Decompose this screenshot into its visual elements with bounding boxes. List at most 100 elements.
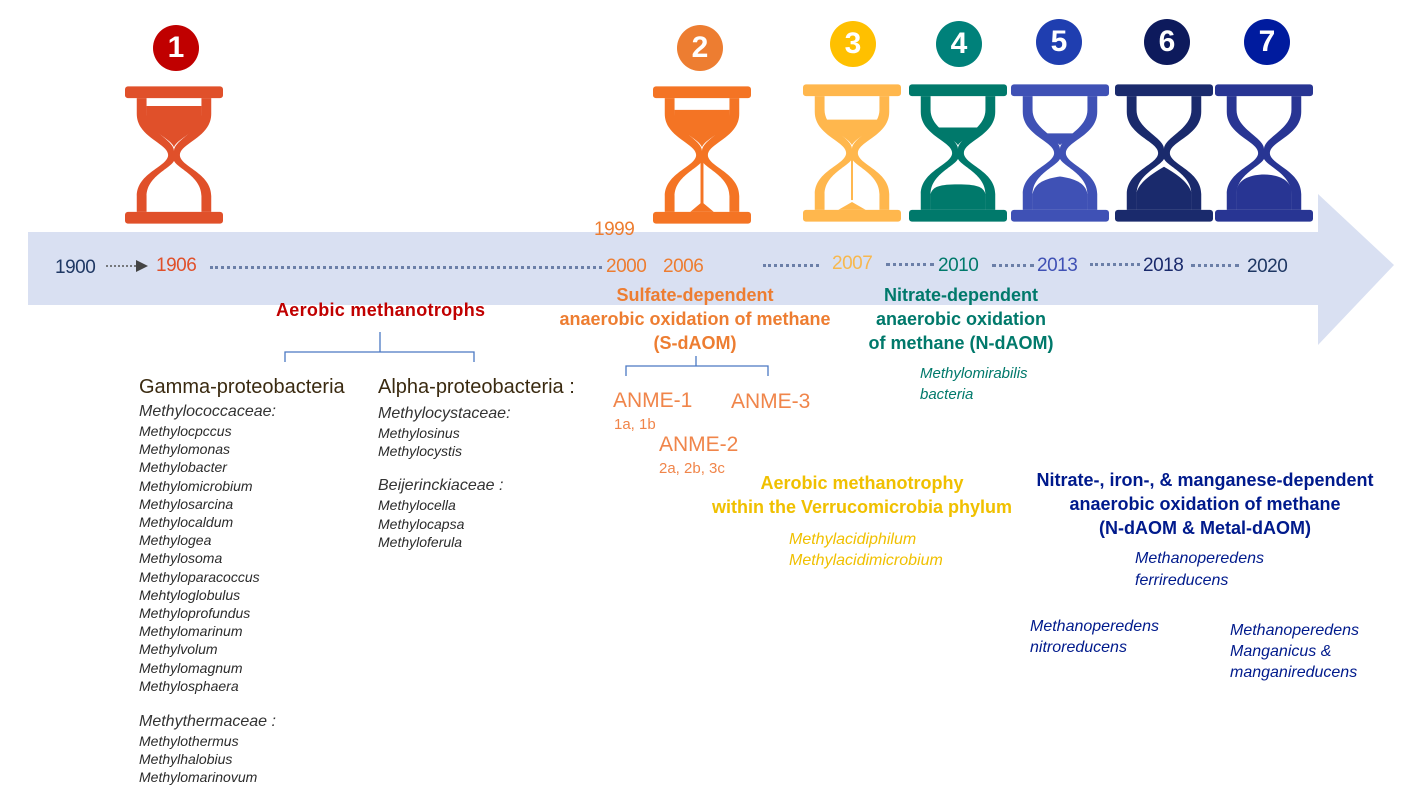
year-2006: 2006 bbox=[663, 256, 704, 277]
organism-line: bacteria bbox=[920, 386, 974, 403]
hourglass-icon-2 bbox=[653, 86, 751, 224]
genus-item: Methylomicrobium bbox=[139, 477, 253, 494]
badge-5: 5 bbox=[1036, 19, 1082, 65]
genus-item: Methylobacter bbox=[139, 459, 227, 476]
family-label: Methylococcaceae: bbox=[139, 403, 276, 420]
hourglass-icon-3 bbox=[803, 84, 901, 222]
ndaom-title: Nitrate-dependent anaerobic oxidation of… bbox=[840, 283, 1082, 355]
nitroreducens-organism: Methanoperedens nitroreducens bbox=[1030, 616, 1159, 658]
organism-line: ferrireducens bbox=[1135, 572, 1229, 589]
title-line: within the Verrucomicrobia phylum bbox=[711, 497, 1013, 517]
genus-item: Methylocapsa bbox=[378, 515, 465, 532]
organism-line: manganireducens bbox=[1230, 664, 1358, 681]
alpha-heading: Alpha-proteobacteria : bbox=[378, 376, 575, 398]
anme1-label: ANME-1 bbox=[613, 389, 693, 412]
aerobic-bracket bbox=[284, 332, 475, 362]
genus-item: Methylomagnum bbox=[139, 659, 243, 676]
gamma-heading: Gamma-proteobacteria bbox=[139, 376, 345, 398]
badge-4: 4 bbox=[936, 21, 982, 67]
title-line: (S-dAOM) bbox=[653, 333, 737, 353]
gamma-list: Methylococcaceae: Methylocpccus Methylom… bbox=[139, 402, 276, 787]
genus-item: Methylvolum bbox=[139, 641, 218, 658]
hourglass-icon-5 bbox=[1011, 84, 1109, 222]
ndaom-organism: Methylomirabilis bacteria bbox=[920, 363, 1028, 405]
genus-item: Methyloferula bbox=[378, 533, 463, 550]
badge-7: 7 bbox=[1244, 19, 1290, 65]
year-1906: 1906 bbox=[156, 255, 197, 276]
badge-3: 3 bbox=[830, 21, 876, 67]
genus-item: Methylhalobius bbox=[139, 751, 233, 768]
year-2018: 2018 bbox=[1143, 255, 1184, 276]
organism-line: Methylomirabilis bbox=[920, 365, 1028, 382]
genus-item: Methyloparacoccus bbox=[139, 568, 260, 585]
genus-item: Methylothermus bbox=[139, 733, 239, 750]
hourglass-icon-7 bbox=[1215, 84, 1313, 222]
genus-item: Methylocpccus bbox=[139, 423, 232, 439]
verruco-organisms: Methylacidiphilum Methylacidimicrobium bbox=[789, 529, 943, 571]
genus-item: Methylomonas bbox=[139, 441, 231, 458]
genus-item: Methylomarinum bbox=[139, 623, 243, 640]
hourglass-icon-4 bbox=[909, 84, 1007, 222]
timeline-dots bbox=[210, 266, 602, 269]
genus-item: Methylocella bbox=[378, 497, 456, 514]
title-line: (N-dAOM & Metal-dAOM) bbox=[1099, 518, 1311, 538]
badge-2: 2 bbox=[677, 25, 723, 71]
genus-item: Methylocaldum bbox=[139, 514, 234, 531]
anme3-label: ANME-3 bbox=[731, 390, 811, 413]
year-2010: 2010 bbox=[938, 255, 979, 276]
year-1900: 1900 bbox=[55, 257, 96, 278]
genus-item: Methylomarinovum bbox=[139, 769, 258, 786]
sdaom-bracket bbox=[625, 356, 769, 376]
genus-item: Methylosarcina bbox=[139, 495, 234, 512]
alpha-list: Methylocystaceae: Methylosinus Methylocy… bbox=[378, 404, 511, 551]
genus-item: Methylosoma bbox=[139, 550, 223, 567]
genus-item: Mehtyloglobulus bbox=[139, 586, 241, 603]
hourglass-icon-6 bbox=[1115, 84, 1213, 222]
genus-item: Methylosphaera bbox=[139, 677, 239, 694]
timeline-dots bbox=[1191, 264, 1239, 267]
organism-line: Manganicus & bbox=[1230, 643, 1332, 660]
organism-line: Methanoperedens bbox=[1230, 622, 1359, 639]
metal-title: Nitrate-, iron-, & manganese-dependent a… bbox=[1004, 468, 1406, 540]
title-line: anaerobic oxidation of methane bbox=[1069, 494, 1341, 514]
organism-line: nitroreducens bbox=[1030, 639, 1127, 656]
family-label: Methylocystaceae: bbox=[378, 405, 511, 422]
genus-item: Methyloprofundus bbox=[139, 605, 251, 622]
organism-line: Methanoperedens bbox=[1030, 618, 1159, 635]
hourglass-icon-1 bbox=[125, 86, 223, 224]
anme1-subgroups: 1a, 1b bbox=[614, 416, 656, 433]
year-1999: 1999 bbox=[594, 219, 635, 240]
title-line: of methane (N-dAOM) bbox=[868, 333, 1054, 353]
genus-item: Methylogea bbox=[139, 532, 212, 549]
genus-item: Methylosinus bbox=[378, 425, 460, 441]
year-2020: 2020 bbox=[1247, 256, 1288, 277]
year-2000: 2000 bbox=[606, 256, 647, 277]
title-line: Aerobic methanotrophy bbox=[760, 473, 964, 493]
anme2-label: ANME-2 bbox=[659, 433, 739, 456]
dashed-arrow-icon bbox=[106, 260, 148, 272]
title-line: Nitrate-dependent bbox=[883, 285, 1038, 305]
organism-line: Methanoperedens bbox=[1135, 550, 1264, 567]
badge-1: 1 bbox=[153, 25, 199, 71]
genus-item: Methylocystis bbox=[378, 443, 463, 460]
title-line: Sulfate-dependent bbox=[616, 285, 774, 305]
anme2-subgroups: 2a, 2b, 3c bbox=[659, 460, 725, 477]
title-line: anaerobic oxidation of methane bbox=[559, 309, 831, 329]
timeline-dots bbox=[763, 264, 819, 267]
family-label: Methythermaceae : bbox=[139, 713, 276, 731]
timeline-dots bbox=[886, 263, 934, 266]
timeline-dots bbox=[1090, 263, 1140, 266]
family-label: Beijerinckiaceae : bbox=[378, 477, 504, 495]
manganese-organism: Methanoperedens Manganicus & manganiredu… bbox=[1230, 620, 1359, 683]
title-line: Nitrate-, iron-, & manganese-dependent bbox=[1036, 470, 1374, 490]
sdaom-title: Sulfate-dependent anaerobic oxidation of… bbox=[540, 283, 850, 355]
ferrireducens-organism: Methanoperedens ferrireducens bbox=[1135, 548, 1264, 592]
verruco-title: Aerobic methanotrophy within the Verruco… bbox=[684, 471, 1040, 519]
organism-line: Methylacidimicrobium bbox=[789, 552, 943, 569]
title-line: anaerobic oxidation bbox=[875, 309, 1047, 329]
timeline-arrow bbox=[28, 194, 1394, 345]
organism-line: Methylacidiphilum bbox=[789, 531, 917, 548]
year-2013: 2013 bbox=[1037, 255, 1078, 276]
timeline-dots bbox=[992, 264, 1034, 267]
badge-6: 6 bbox=[1144, 19, 1190, 65]
